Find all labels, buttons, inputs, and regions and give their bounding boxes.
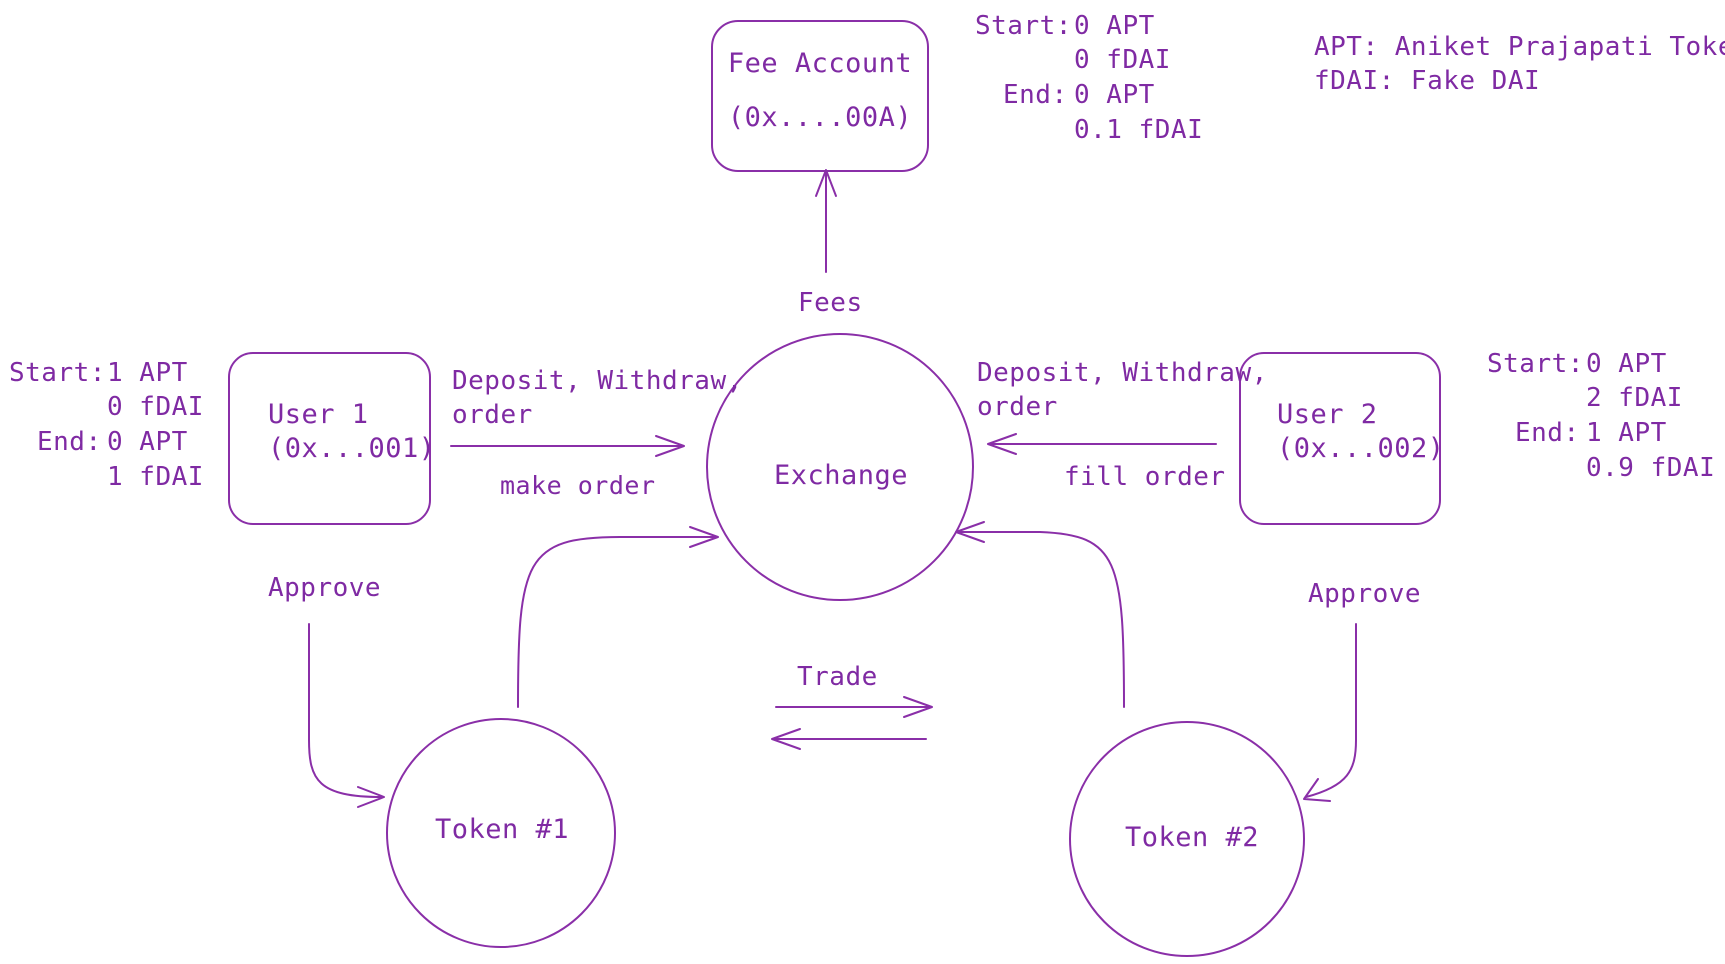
user2-start-fdai: 2 fDAI <box>1586 383 1683 413</box>
user1-actions-line1: Deposit, Withdraw, <box>452 366 743 396</box>
token2-to-exchange-arrow <box>957 531 1125 708</box>
approve-left-arrowhead <box>357 786 385 808</box>
token2-circle <box>1069 721 1305 957</box>
fee-start-label: Start: <box>975 11 1072 41</box>
user1-end-label: End: <box>37 427 102 457</box>
fee-account-title: Fee Account <box>727 48 913 79</box>
user2-name: User 2 <box>1277 399 1378 430</box>
fee-start-apt: 0 APT <box>1074 11 1155 41</box>
approve-left-label: Approve <box>268 573 382 603</box>
user2-address: (0x...002) <box>1277 433 1445 464</box>
user2-arrowhead <box>987 433 1017 455</box>
user1-address: (0x...001) <box>268 433 436 464</box>
user2-end-fdai: 0.9 fDAI <box>1586 453 1716 483</box>
fee-end-fdai: 0.1 fDAI <box>1074 115 1204 145</box>
fee-end-label: End: <box>1003 80 1068 110</box>
exchange-circle <box>706 333 974 601</box>
token2-arrowhead <box>955 521 985 543</box>
fee-account-address: (0x....00A) <box>727 102 913 133</box>
approve-right-arrow <box>1305 623 1357 798</box>
token1-circle <box>386 718 616 948</box>
user1-start-fdai: 0 fDAI <box>107 392 204 422</box>
legend-fdai: fDAI: Fake DAI <box>1314 66 1541 96</box>
token1-arrowhead <box>689 526 719 548</box>
fee-end-apt: 0 APT <box>1074 80 1155 110</box>
fees-arrowhead <box>815 169 837 197</box>
user1-start-apt: 1 APT <box>107 358 188 388</box>
legend-apt: APT: Aniket Prajapati Token <box>1314 32 1725 62</box>
trade-label: Trade <box>797 662 878 692</box>
user2-start-label: Start: <box>1487 349 1584 379</box>
user1-end-fdai: 1 fDAI <box>107 462 204 492</box>
user2-fill-order: fill order <box>1064 462 1226 492</box>
user1-start-label: Start: <box>9 358 106 388</box>
fee-account-box <box>711 20 929 172</box>
user2-end-apt: 1 APT <box>1586 418 1667 448</box>
user1-arrowhead <box>655 435 685 457</box>
user1-make-order: make order <box>500 471 656 500</box>
user2-actions-line1: Deposit, Withdraw, <box>977 358 1268 388</box>
user1-end-apt: 0 APT <box>107 427 188 457</box>
trade-arrowhead-left <box>771 728 801 750</box>
approve-right-arrowhead <box>1303 778 1331 802</box>
approve-left-arrow <box>308 623 383 798</box>
exchange-label: Exchange <box>774 460 909 491</box>
approve-right-label: Approve <box>1308 579 1422 609</box>
token1-to-exchange-arrow <box>517 536 717 708</box>
token2-label: Token #2 <box>1125 822 1260 853</box>
fees-label: Fees <box>798 288 863 318</box>
token1-label: Token #1 <box>435 814 570 845</box>
user2-start-apt: 0 APT <box>1586 349 1667 379</box>
fee-start-fdai: 0 fDAI <box>1074 45 1171 75</box>
user2-end-label: End: <box>1515 418 1580 448</box>
user2-box <box>1239 352 1441 525</box>
user1-actions-line2: order <box>452 400 533 430</box>
user1-name: User 1 <box>268 399 369 430</box>
user2-actions-line2: order <box>977 392 1058 422</box>
trade-arrowhead-right <box>903 696 933 718</box>
user1-box <box>228 352 431 525</box>
